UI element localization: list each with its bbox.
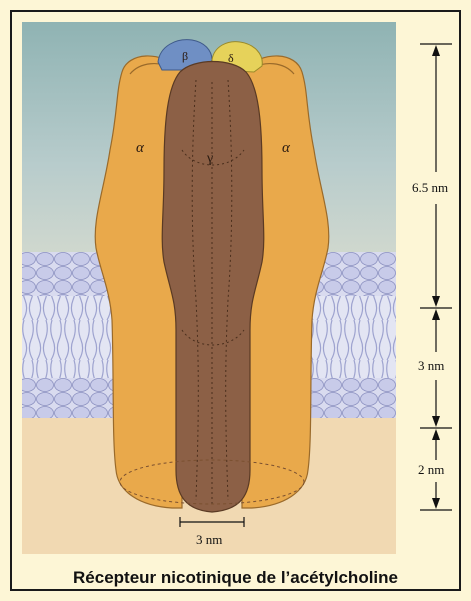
height-bottom-label: 2 nm <box>418 462 444 477</box>
width-pore-label: 3 nm <box>196 532 222 547</box>
height-top-label: 6.5 nm <box>412 180 448 195</box>
alpha-right-label: α <box>282 140 291 156</box>
gamma-label: γ <box>206 151 213 166</box>
dimension-arrows <box>420 44 452 510</box>
beta-label: β <box>182 49 188 63</box>
figure-caption: Récepteur nicotinique de l’acétylcholine <box>0 568 471 588</box>
height-middle-label: 3 nm <box>418 358 444 373</box>
gamma-subunit <box>162 62 264 513</box>
delta-label: δ <box>228 51 234 65</box>
alpha-left-label: α <box>136 140 145 156</box>
